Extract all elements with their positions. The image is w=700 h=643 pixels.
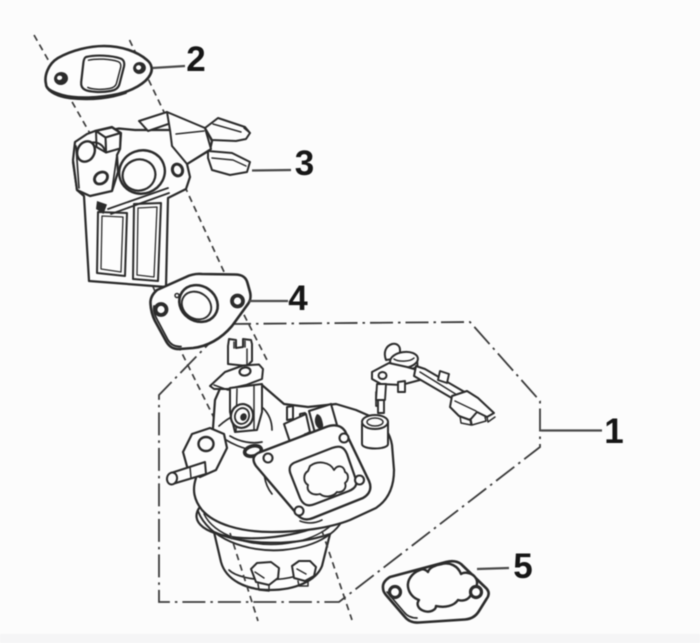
- venturi-blob: [303, 461, 349, 498]
- flange-hole-3: [293, 505, 305, 517]
- left-bracket-hole: [197, 435, 215, 453]
- axis-line-bowl-right: [321, 530, 353, 621]
- throttle-arm-assembly: [371, 342, 496, 426]
- bowl-bolt-left: [250, 561, 280, 586]
- part-4-gasket-carburetor: [149, 272, 252, 351]
- leader-line-5: [476, 566, 510, 571]
- insulator-bore-inner: [121, 158, 157, 192]
- throttle-leg: [397, 380, 406, 393]
- gasket4-opening-inner: [180, 290, 213, 321]
- gasket4-hole-right: [230, 293, 245, 309]
- callout-2: 2: [152, 40, 206, 79]
- footer-band: [0, 634, 700, 643]
- part-number-5: 5: [513, 547, 532, 586]
- leader-line-2: [152, 64, 186, 70]
- gasket4-opening-outer: [177, 283, 220, 324]
- part-number-1: 1: [604, 412, 623, 451]
- callout-5: 5: [476, 547, 533, 586]
- bracket-pin-left: [286, 405, 294, 421]
- throttle-rod-clip: [437, 370, 450, 384]
- right-boss-top: [361, 414, 389, 430]
- throttle-arrowhead-facets: [454, 400, 496, 426]
- fin-right-lower: [207, 150, 251, 176]
- fuel-pipe-collar: [189, 466, 192, 479]
- gasket2-hole-right-center: [136, 65, 142, 70]
- part-number-2: 2: [186, 40, 205, 79]
- flange-hole-2: [353, 474, 366, 486]
- frame-cutout-right: [132, 202, 162, 282]
- gasket5-hole-right: [468, 584, 484, 600]
- flange-hole-4: [262, 452, 274, 464]
- throttle-post: [375, 383, 387, 401]
- part-2-gasket-top: [44, 44, 153, 101]
- frame-cutout-right-inner: [136, 206, 158, 278]
- fuel-pipe-end: [165, 471, 179, 486]
- gasket5-opening: [406, 562, 479, 613]
- clamp-hole: [93, 170, 109, 186]
- flange-hole-1: [338, 432, 350, 444]
- part-5-gasket-bottom: [381, 559, 490, 624]
- flange-thickness: [299, 519, 323, 524]
- gasket4-nick: [174, 292, 180, 299]
- throttle-rod-edge: [419, 371, 463, 399]
- gasket5-hole-left: [387, 584, 403, 600]
- part-number-4: 4: [288, 279, 308, 318]
- gasket2-thickness: [45, 85, 127, 101]
- saddle-ring-right: [91, 141, 106, 153]
- leader-line-3: [251, 168, 292, 172]
- gasket5-thickness: [386, 591, 418, 619]
- part-1-boundary-box: [158, 321, 541, 603]
- throttle-lever-hole: [377, 371, 388, 380]
- insulator-hole-right: [170, 162, 185, 178]
- choke-lever-hole: [238, 366, 252, 377]
- fin-right-upper: [204, 117, 251, 142]
- part-3-insulator: [71, 111, 251, 289]
- saddle-ring-left: [75, 140, 97, 163]
- choke-boss-mid: [233, 407, 251, 425]
- frame-cutout-left: [96, 211, 128, 277]
- part-1-carburetor: [165, 338, 396, 592]
- clamp-cube-front: [104, 132, 122, 154]
- frame-dark-notch: [96, 201, 107, 214]
- inlet-boss-slot: [314, 414, 324, 429]
- callouts: 1 2 3 4 5: [152, 40, 624, 586]
- gasket2-hole-left-center: [57, 75, 63, 81]
- bowl-bolt-right: [291, 560, 317, 582]
- throttle-disc-inner: [393, 357, 415, 362]
- part-number-3: 3: [295, 144, 314, 183]
- bowl-axis-lines: [229, 530, 353, 622]
- callout-4: 4: [249, 279, 308, 318]
- callout-3: 3: [251, 144, 314, 183]
- gasket4-hole-left: [153, 302, 169, 317]
- gasket2-opening: [80, 54, 126, 94]
- axis-line-bowl-left: [229, 532, 259, 622]
- bowl-bolt-left-detail: [254, 571, 270, 592]
- choke-boss-center: [240, 413, 247, 421]
- fin-right-lower-folds: [211, 157, 247, 167]
- frame-strut: [107, 187, 170, 215]
- gasket2-opening-inner: [87, 58, 122, 91]
- throttle-arrowhead: [449, 390, 495, 421]
- throttle-pin: [377, 399, 385, 414]
- bowl-bolt-right-detail: [296, 568, 309, 587]
- right-boss-top-inner: [366, 417, 384, 427]
- fin-right-upper-folds: [175, 123, 251, 135]
- frame-cutout-left-inner: [100, 215, 124, 273]
- callout-1: 1: [541, 412, 624, 451]
- bowl-rim-arc1: [197, 509, 347, 552]
- choke-fork-details: [233, 340, 248, 367]
